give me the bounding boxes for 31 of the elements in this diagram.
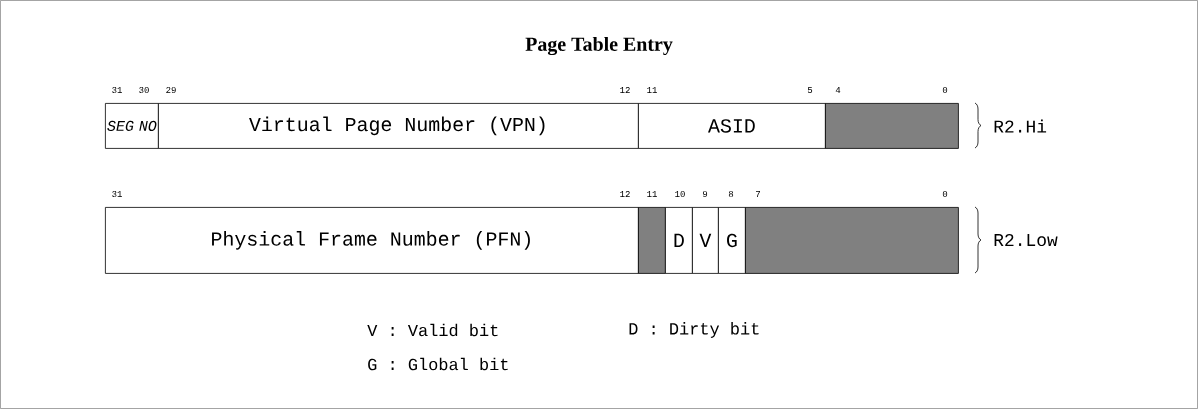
bit-number: 12 xyxy=(620,191,630,197)
register-label: R2.Hi xyxy=(994,119,1047,133)
bit-number: 11 xyxy=(647,191,657,197)
bit-number: 5 xyxy=(807,87,813,93)
bit-number: 7 xyxy=(756,191,760,197)
bit-number: 0 xyxy=(942,190,948,198)
bit-number: 4 xyxy=(835,87,841,93)
bit-number: 31 xyxy=(112,86,122,94)
reserved-field xyxy=(745,207,959,274)
bit-number: 8 xyxy=(728,190,734,198)
reserved-field xyxy=(825,103,959,149)
bit-number: 9 xyxy=(702,190,708,198)
bit-field: Physical Frame Number (PFN) xyxy=(105,207,639,274)
legend-note: G : Global bit xyxy=(368,357,508,371)
title: Page Table Entry xyxy=(525,36,673,56)
bit-field: V xyxy=(692,207,719,274)
bit-number: 29 xyxy=(166,86,176,94)
bit-field: G xyxy=(718,207,746,274)
bit-number: 12 xyxy=(620,87,630,93)
bit-number: 30 xyxy=(139,86,149,94)
legend-note: D : Dirty bit xyxy=(629,322,759,338)
bit-number: 11 xyxy=(647,87,657,93)
reserved-field xyxy=(638,207,666,274)
bit-field: SEG NO xyxy=(105,103,159,149)
bit-number: 0 xyxy=(942,86,948,94)
register-label: R2.Low xyxy=(994,233,1058,247)
legend-note: V : Valid bit xyxy=(367,323,498,337)
bit-number: 31 xyxy=(112,190,122,198)
bit-number: 10 xyxy=(675,190,685,198)
bit-field: ASID xyxy=(638,103,826,149)
bit-field: D xyxy=(665,207,693,274)
